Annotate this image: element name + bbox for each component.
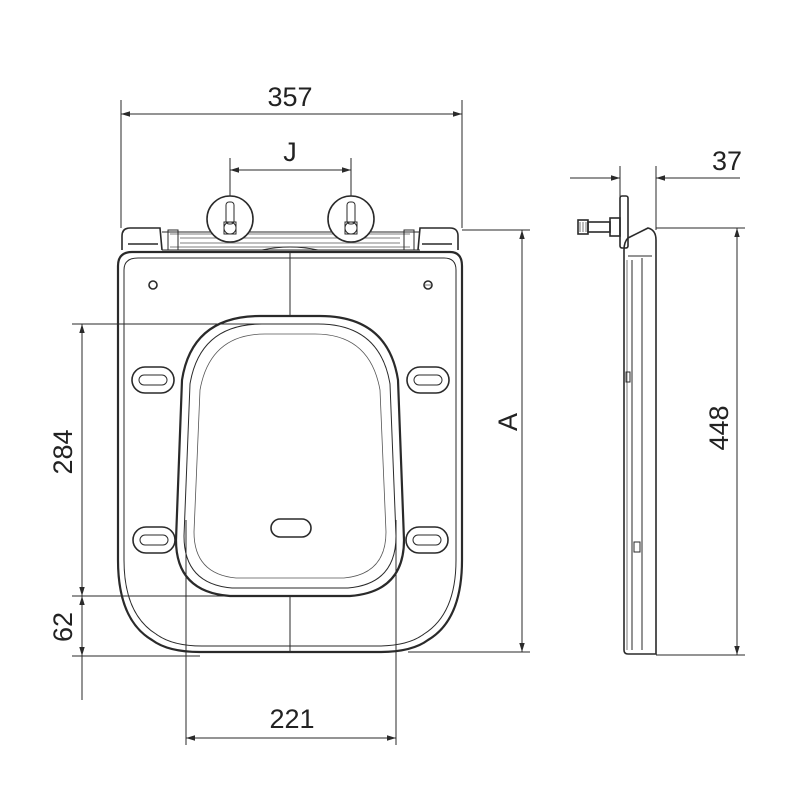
screw-left bbox=[148, 280, 158, 290]
side-hinge-bolt bbox=[577, 195, 629, 249]
dimension-side-length: 448 bbox=[656, 227, 745, 656]
center-slot bbox=[270, 518, 312, 538]
bumper-bottom-right bbox=[405, 526, 449, 554]
dim-label-62: 62 bbox=[48, 612, 78, 642]
seat-top-view bbox=[116, 195, 464, 654]
dimension-overall-width: 357 bbox=[120, 82, 463, 228]
dimension-seat-length-A: A bbox=[408, 229, 530, 653]
dim-label-357: 357 bbox=[267, 82, 312, 112]
dim-label-37: 37 bbox=[712, 146, 742, 176]
bumper-top-right bbox=[406, 366, 450, 394]
dimension-opening-length: 284 bbox=[48, 323, 262, 597]
dimension-front-offset: 62 bbox=[48, 596, 200, 700]
dimension-hinge-spacing: J bbox=[229, 137, 352, 196]
dimension-opening-width: 221 bbox=[185, 520, 397, 745]
hinge-bar bbox=[121, 227, 459, 251]
seat-side-view bbox=[577, 195, 657, 655]
dim-label-221: 221 bbox=[269, 704, 314, 734]
dim-label-284: 284 bbox=[48, 429, 78, 474]
bumper-bottom-left bbox=[132, 526, 176, 554]
hinge-right bbox=[327, 195, 375, 243]
dim-label-J: J bbox=[283, 137, 297, 167]
dimension-side-depth: 37 bbox=[570, 146, 742, 230]
seat-outline bbox=[116, 250, 464, 654]
dim-label-448: 448 bbox=[704, 405, 734, 450]
seat-opening bbox=[174, 314, 406, 598]
bumper-top-left bbox=[131, 366, 175, 394]
dim-label-A: A bbox=[493, 413, 523, 431]
side-seat-profile bbox=[623, 227, 657, 655]
hinge-left bbox=[206, 195, 254, 243]
